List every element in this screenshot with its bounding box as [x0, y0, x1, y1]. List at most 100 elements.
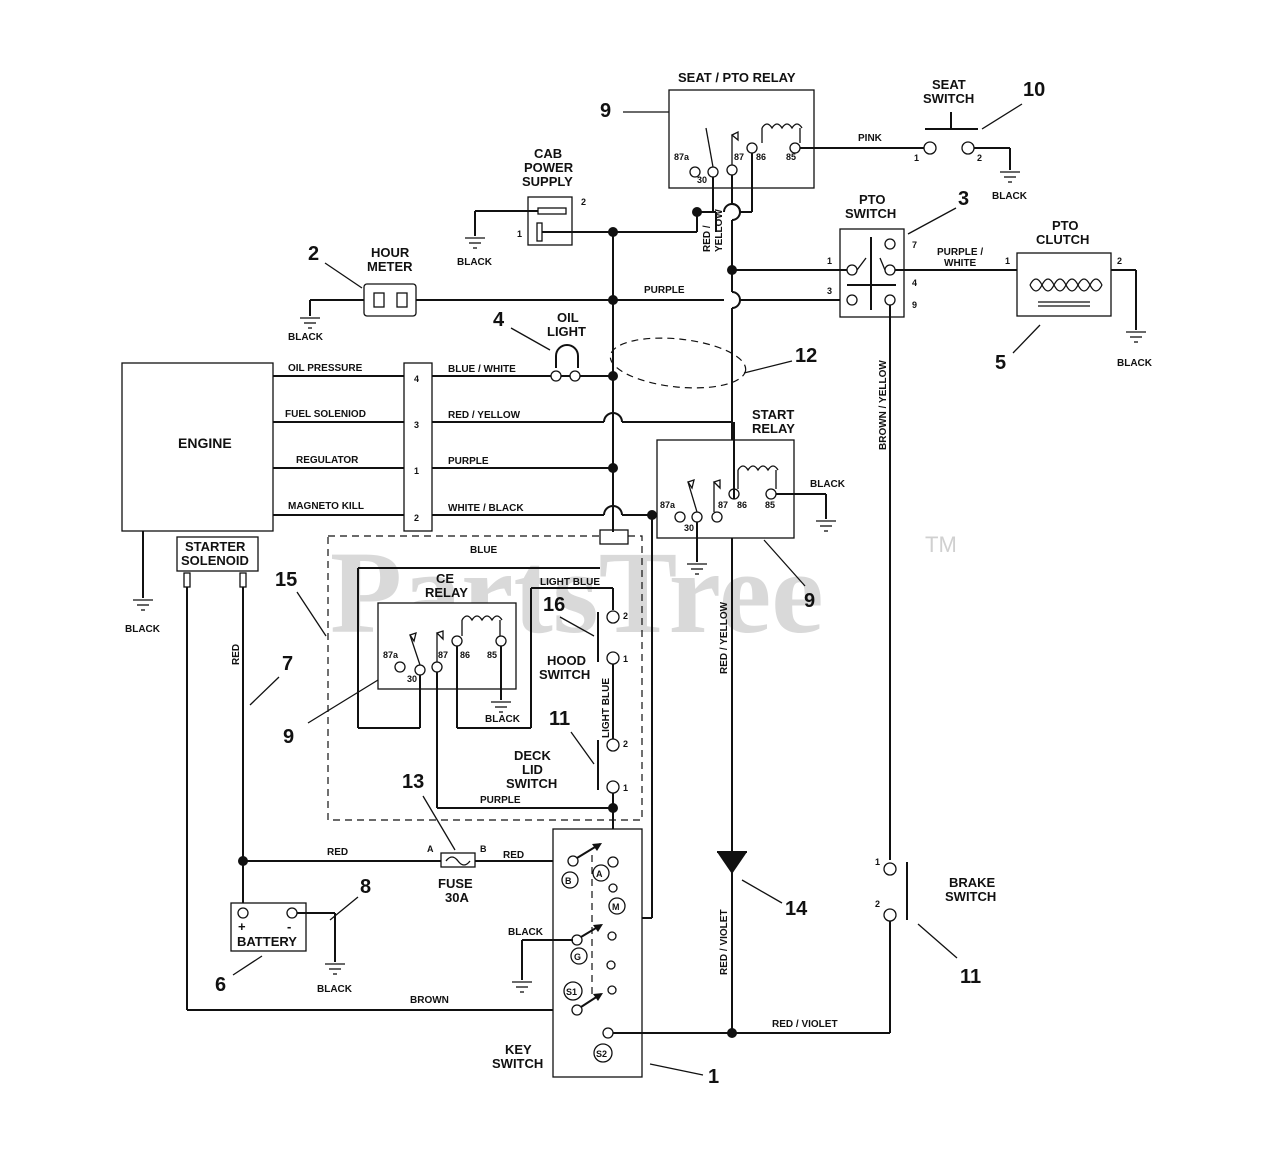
- svg-text:STARTER: STARTER: [185, 539, 246, 554]
- svg-text:BLACK: BLACK: [508, 927, 544, 938]
- svg-text:PURPLE: PURPLE: [448, 456, 489, 467]
- svg-text:2: 2: [623, 739, 628, 749]
- svg-text:30: 30: [697, 175, 707, 185]
- svg-text:BLACK: BLACK: [992, 191, 1028, 202]
- svg-text:BLACK: BLACK: [810, 479, 846, 490]
- svg-text:SWITCH: SWITCH: [945, 889, 996, 904]
- pto-clutch: [1016, 252, 1112, 317]
- svg-text:85: 85: [487, 650, 497, 660]
- svg-text:3: 3: [414, 420, 419, 430]
- brown-yellow-label: BROWN / YELLOW: [878, 360, 889, 450]
- svg-text:SWITCH: SWITCH: [845, 206, 896, 221]
- svg-text:RED: RED: [327, 847, 348, 858]
- brake-switch: [883, 862, 908, 922]
- svg-text:KEY: KEY: [505, 1042, 532, 1057]
- svg-text:87a: 87a: [674, 152, 690, 162]
- svg-text:9: 9: [283, 726, 294, 748]
- svg-text:7: 7: [912, 240, 917, 250]
- fuse-30a: [440, 852, 476, 868]
- ce-relay: 87a 30 87 86 85: [377, 602, 517, 690]
- fuel-solenoid-label: FUEL SOLENIOD: [285, 409, 366, 420]
- svg-text:11: 11: [960, 966, 981, 988]
- pto-switch: [839, 228, 905, 318]
- svg-text:HOOD: HOOD: [547, 653, 586, 668]
- svg-text:BRAKE: BRAKE: [949, 875, 996, 890]
- svg-text:RED / YELLOW: RED / YELLOW: [719, 601, 730, 674]
- svg-text:30A: 30A: [445, 890, 469, 905]
- svg-text:30: 30: [407, 674, 417, 684]
- svg-text:3: 3: [958, 188, 969, 210]
- svg-text:4: 4: [414, 374, 419, 384]
- svg-text:3: 3: [827, 286, 832, 296]
- svg-text:RELAY: RELAY: [752, 421, 795, 436]
- svg-text:86: 86: [756, 152, 766, 162]
- svg-text:CAB: CAB: [534, 146, 562, 161]
- engine-connector: 4 3 1 2: [403, 362, 433, 532]
- svg-text:PURPLE /: PURPLE /: [937, 247, 983, 258]
- svg-text:PTO: PTO: [859, 192, 886, 207]
- svg-text:HOUR: HOUR: [371, 245, 410, 260]
- svg-text:B: B: [565, 876, 572, 886]
- svg-text:1: 1: [623, 654, 628, 664]
- svg-text:86: 86: [737, 500, 747, 510]
- svg-text:87: 87: [718, 500, 728, 510]
- svg-text:9: 9: [600, 100, 611, 122]
- hour-meter: [363, 283, 417, 317]
- svg-text:BLACK: BLACK: [125, 624, 161, 635]
- svg-text:13: 13: [402, 771, 424, 793]
- svg-text:16: 16: [543, 594, 565, 616]
- svg-text:BROWN: BROWN: [410, 995, 449, 1006]
- svg-text:RELAY: RELAY: [425, 585, 468, 600]
- svg-text:LIGHT BLUE: LIGHT BLUE: [540, 577, 600, 588]
- start-relay: 87a 30 87 86 85: [656, 439, 795, 539]
- svg-text:1: 1: [1005, 256, 1010, 266]
- svg-text:86: 86: [460, 650, 470, 660]
- svg-text:WHITE / BLACK: WHITE / BLACK: [448, 503, 524, 514]
- oil-pressure-label: OIL PRESSURE: [288, 363, 363, 374]
- svg-text:BLUE: BLUE: [470, 545, 498, 556]
- svg-text:PTO: PTO: [1052, 218, 1079, 233]
- engine-block: ENGINE: [121, 362, 274, 532]
- svg-text:10: 10: [1023, 79, 1045, 101]
- svg-text:+: +: [238, 919, 246, 934]
- key-switch: B A M G S1 S2: [552, 828, 643, 1078]
- svg-text:G: G: [574, 952, 581, 962]
- oil-light: [550, 344, 581, 382]
- svg-text:START: START: [752, 407, 794, 422]
- magneto-kill-label: MAGNETO KILL: [288, 501, 364, 512]
- svg-text:9: 9: [804, 590, 815, 612]
- svg-text:4: 4: [912, 278, 917, 288]
- svg-text:SWITCH: SWITCH: [492, 1056, 543, 1071]
- svg-text:SOLENOID: SOLENOID: [181, 553, 249, 568]
- svg-text:PURPLE: PURPLE: [644, 285, 685, 296]
- svg-text:87a: 87a: [383, 650, 399, 660]
- svg-text:S2: S2: [596, 1049, 607, 1059]
- svg-text:BLACK: BLACK: [288, 332, 324, 343]
- svg-text:1: 1: [708, 1066, 719, 1088]
- svg-text:BLACK: BLACK: [457, 257, 493, 268]
- svg-text:RED: RED: [503, 850, 524, 861]
- blue-white-label: BLUE / WHITE: [448, 364, 516, 375]
- svg-text:SWITCH: SWITCH: [539, 667, 590, 682]
- svg-text:-: -: [287, 919, 291, 934]
- svg-text:M: M: [612, 902, 620, 912]
- svg-text:YELLOW: YELLOW: [714, 209, 725, 252]
- svg-text:12: 12: [795, 345, 817, 367]
- svg-text:CLUTCH: CLUTCH: [1036, 232, 1089, 247]
- svg-text:2: 2: [581, 197, 586, 207]
- svg-text:LIGHT: LIGHT: [547, 324, 586, 339]
- svg-text:1: 1: [517, 229, 522, 239]
- svg-text:1: 1: [827, 256, 832, 266]
- svg-text:2: 2: [977, 153, 982, 163]
- seat-pto-relay-label: SEAT / PTO RELAY: [678, 70, 796, 85]
- svg-text:RED: RED: [231, 644, 242, 665]
- svg-text:30: 30: [684, 523, 694, 533]
- svg-text:CE: CE: [436, 571, 454, 586]
- svg-text:15: 15: [275, 569, 297, 591]
- svg-text:1: 1: [875, 857, 880, 867]
- starter-solenoid: STARTER SOLENOID: [176, 536, 259, 588]
- svg-text:87a: 87a: [660, 500, 676, 510]
- svg-text:WHITE: WHITE: [944, 258, 977, 269]
- svg-text:BLACK: BLACK: [485, 714, 521, 725]
